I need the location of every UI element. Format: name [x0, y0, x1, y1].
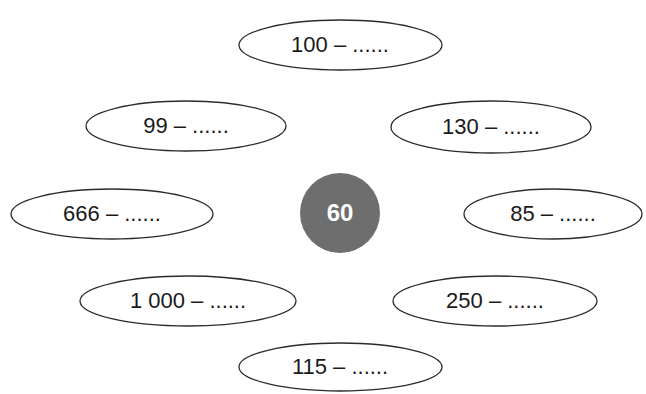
subtraction-ellipse: 666 – ...... — [10, 188, 214, 240]
subtraction-ellipse: 100 – ...... — [238, 19, 443, 71]
ellipse-shape — [239, 343, 442, 391]
ellipse-shape — [464, 189, 642, 239]
ellipse-shape — [391, 101, 591, 153]
subtraction-text: 666 – ...... — [63, 201, 161, 227]
subtraction-ellipse: 115 – ...... — [238, 342, 443, 392]
subtraction-text: 99 – ...... — [143, 113, 229, 139]
subtraction-text: 100 – ...... — [291, 32, 389, 58]
subtraction-text: 250 – ...... — [446, 288, 544, 314]
subtraction-ellipse: 250 – ...... — [392, 275, 598, 327]
subtraction-text: 130 – ...... — [442, 114, 540, 140]
ellipse-shape — [11, 189, 213, 239]
ellipse-shape — [393, 276, 597, 326]
subtraction-ellipse: 130 – ...... — [390, 100, 592, 154]
circle-shape — [300, 173, 380, 253]
subtraction-ellipse: 85 – ...... — [463, 188, 643, 240]
subtraction-text: 1 000 – ...... — [130, 288, 246, 314]
ellipse-shape — [239, 20, 442, 70]
subtraction-text: 85 – ...... — [510, 201, 596, 227]
target-circle: 60 — [300, 173, 380, 253]
target-number: 60 — [327, 199, 354, 227]
subtraction-ellipse: 1 000 – ...... — [79, 275, 297, 327]
subtraction-ellipse: 99 – ...... — [85, 100, 287, 152]
subtraction-text: 115 – ...... — [292, 354, 388, 380]
ellipse-shape — [80, 276, 296, 326]
ellipse-shape — [86, 101, 286, 151]
